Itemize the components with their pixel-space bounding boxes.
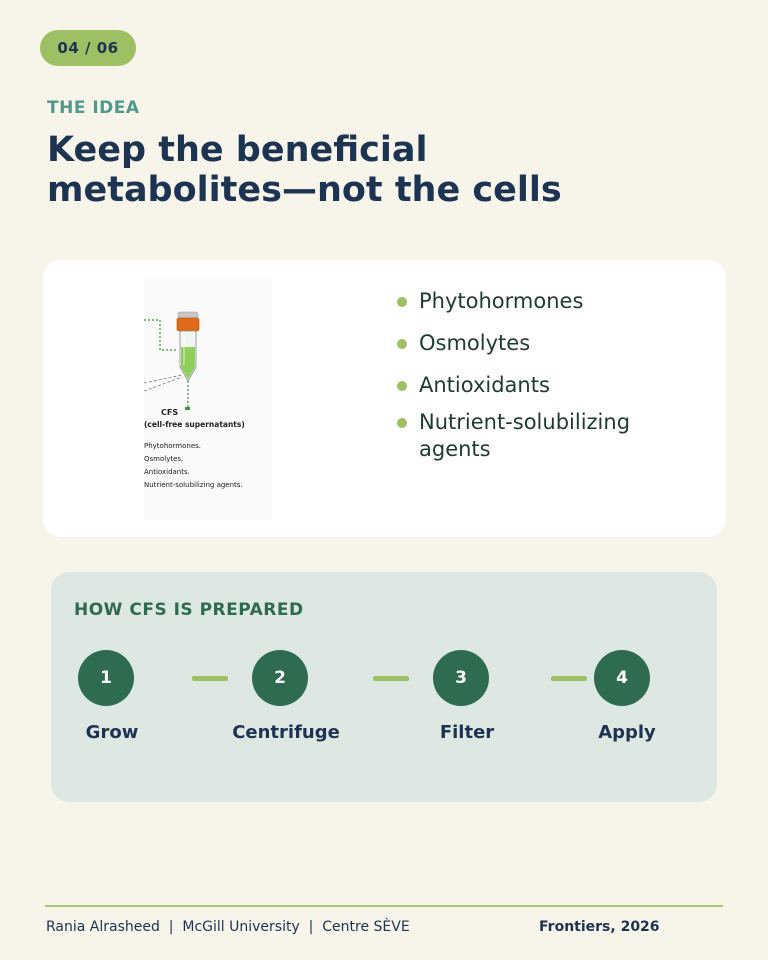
- bullet-item-osmolytes: Osmolytes: [397, 330, 669, 357]
- step-4-circle: 4: [594, 650, 650, 706]
- process-panel: HOW CFS IS PREPARED 1 2 3 4 Grow Centrif…: [51, 572, 717, 802]
- centrifuge-tube-icon: [144, 311, 200, 410]
- step-3-label: Filter: [439, 722, 495, 743]
- step-3-circle: 3: [433, 650, 489, 706]
- cfs-tube-illustration: CFS (cell-free supernatants) Phytohormon…: [144, 277, 272, 520]
- section-kicker: THE IDEA: [47, 98, 140, 118]
- bullet-text: Antioxidants: [419, 373, 550, 397]
- step-1-circle: 1: [78, 650, 134, 706]
- figure-list-item: Osmolytes.: [144, 455, 184, 463]
- idea-card: CFS (cell-free supernatants) Phytohormon…: [43, 260, 726, 537]
- bullet-dot-icon: [397, 381, 407, 391]
- bullet-text: Phytohormones: [419, 289, 584, 313]
- step-4-label: Apply: [598, 722, 656, 743]
- footer-credits: Rania Alrasheed | McGill University | Ce…: [46, 919, 410, 935]
- bullet-item-nutrient-solubilizing: Nutrient-solubilizing agents: [397, 409, 669, 463]
- footer-citation: Frontiers, 2026: [539, 919, 660, 935]
- metabolite-bullet-list: Phytohormones Osmolytes Antioxidants Nut…: [397, 288, 669, 478]
- bullet-dot-icon: [397, 418, 407, 428]
- footer-divider: [45, 905, 723, 907]
- step-connector: [373, 676, 409, 681]
- step-1-label: Grow: [85, 722, 139, 743]
- bullet-text: Osmolytes: [419, 331, 531, 355]
- bullet-text: Nutrient-solubilizing agents: [419, 410, 631, 461]
- page-title: Keep the beneficial metabolites—not the …: [47, 130, 687, 210]
- bullet-item-antioxidants: Antioxidants: [397, 372, 669, 399]
- step-2-label: Centrifuge: [232, 722, 340, 743]
- slide-counter-badge: 04 / 06: [40, 30, 136, 66]
- figure-cfs-label: CFS: [161, 408, 179, 417]
- figure-cfs-sublabel: (cell-free supernatants): [144, 420, 245, 429]
- title-line-1: Keep the beneficial: [47, 130, 428, 170]
- bullet-item-phytohormones: Phytohormones: [397, 288, 669, 315]
- bullet-dot-icon: [397, 339, 407, 349]
- bullet-dot-icon: [397, 297, 407, 307]
- figure-list-item: Phytohormones.: [144, 442, 202, 450]
- figure-metabolite-list: Phytohormones. Osmolytes. Antioxidants. …: [144, 440, 243, 492]
- step-2-circle: 2: [252, 650, 308, 706]
- process-title: HOW CFS IS PREPARED: [74, 600, 304, 620]
- step-connector: [192, 676, 228, 681]
- figure-list-item: Nutrient-solubilizing agents.: [144, 481, 243, 489]
- figure-list-item: Antioxidants.: [144, 468, 190, 476]
- step-connector: [551, 676, 587, 681]
- title-line-2: metabolites—not the cells: [47, 170, 562, 210]
